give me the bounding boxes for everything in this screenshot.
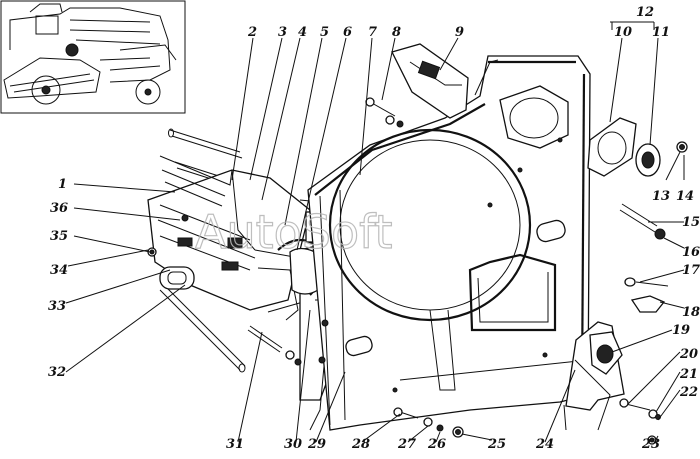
callout-5: 5 bbox=[320, 25, 329, 40]
callout-7: 7 bbox=[368, 25, 377, 40]
callout-6: 6 bbox=[343, 25, 352, 40]
callout-22: 22 bbox=[679, 385, 698, 400]
callout-4: 4 bbox=[298, 25, 307, 40]
callout-20: 20 bbox=[679, 347, 698, 362]
callout-23: 23 bbox=[641, 437, 660, 452]
callout-33: 33 bbox=[48, 299, 66, 314]
combine-harvester-thumbnail-icon bbox=[0, 0, 186, 114]
callout-10: 10 bbox=[614, 25, 632, 40]
callout-36: 36 bbox=[50, 201, 68, 216]
callout-28: 28 bbox=[351, 437, 370, 452]
callout-31: 31 bbox=[226, 437, 244, 452]
callout-25: 25 bbox=[487, 437, 506, 452]
upper-fasteners bbox=[365, 97, 404, 128]
main-housing-plate bbox=[307, 55, 591, 431]
callout-12: 12 bbox=[636, 5, 654, 20]
callout-18: 18 bbox=[682, 305, 700, 320]
callout-labels: 1 2 3 4 5 6 7 8 9 10 11 12 13 14 15 16 1… bbox=[48, 5, 700, 452]
callout-3: 3 bbox=[278, 25, 287, 40]
callout-9: 9 bbox=[455, 25, 464, 40]
callout-24: 24 bbox=[535, 437, 554, 452]
callout-21: 21 bbox=[679, 367, 698, 382]
callout-26: 26 bbox=[427, 437, 446, 452]
bolt-group-31 bbox=[247, 325, 302, 366]
seal-group bbox=[587, 117, 688, 177]
callout-29: 29 bbox=[307, 437, 326, 452]
watermark-text: AutoSoft bbox=[195, 205, 393, 259]
upper-bracket bbox=[391, 43, 469, 119]
exploded-shafts bbox=[159, 128, 246, 373]
wing-bolt-group bbox=[624, 277, 669, 313]
callout-32: 32 bbox=[48, 365, 66, 380]
callout-30: 30 bbox=[284, 437, 302, 452]
callout-16: 16 bbox=[682, 245, 700, 260]
callout-13: 13 bbox=[652, 189, 670, 204]
callout-34: 34 bbox=[50, 263, 68, 278]
callout-1: 1 bbox=[58, 177, 67, 192]
leader-lines bbox=[65, 21, 685, 444]
callout-14: 14 bbox=[676, 189, 694, 204]
left-small-parts bbox=[147, 247, 195, 290]
callout-2: 2 bbox=[247, 25, 257, 40]
callout-15: 15 bbox=[682, 215, 700, 230]
callout-8: 8 bbox=[392, 25, 401, 40]
callout-11: 11 bbox=[652, 25, 670, 40]
callout-27: 27 bbox=[397, 437, 416, 452]
lower-bracket bbox=[563, 321, 625, 431]
callout-35: 35 bbox=[50, 229, 68, 244]
callout-17: 17 bbox=[682, 263, 700, 278]
callout-19: 19 bbox=[672, 323, 690, 338]
